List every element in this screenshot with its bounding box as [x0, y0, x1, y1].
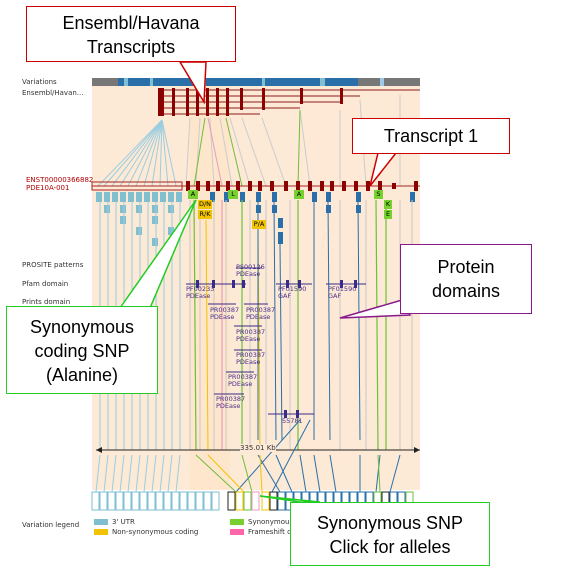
transcript-name-label[interactable]: PDE10A-001: [26, 184, 70, 192]
variations-label: Variations: [22, 78, 57, 86]
aa-a2[interactable]: A: [296, 190, 302, 198]
aa-l[interactable]: L: [231, 190, 235, 198]
non-synonymous-legend: Non-synonymous coding: [112, 528, 199, 536]
aa-dn[interactable]: D/N: [198, 200, 212, 208]
domain-pf00233[interactable]: PF00233 PDEase: [186, 285, 215, 300]
callout-synonymous-coding: Synonymous coding SNP (Alanine): [6, 306, 158, 394]
callout-protein-domains: Protein domains: [400, 244, 532, 314]
callout-synonymous-snp: Synonymous SNP Click for alleles: [290, 502, 490, 566]
transcript-id-label[interactable]: ENST00000366882: [26, 176, 94, 184]
utr3-swatch: [94, 519, 108, 525]
domain-pr00387-6[interactable]: PR00387 PDEase: [216, 395, 246, 410]
aa-a1[interactable]: A: [190, 190, 196, 198]
prints-label: Prints domain: [22, 298, 71, 306]
ensembl-havana-label: Ensembl/Havan...: [22, 89, 84, 97]
domain-pr00387-3[interactable]: PR00387 PDEase: [236, 328, 266, 343]
aa-rk[interactable]: R/K: [199, 210, 211, 218]
domain-pr00387-4[interactable]: PR00387 PDEase: [236, 351, 266, 366]
non-synonymous-swatch: [94, 529, 108, 535]
domain-pr00387-5[interactable]: PR00387 PDEase: [228, 373, 258, 388]
variation-legend-label: Variation legend: [22, 521, 80, 529]
aa-k[interactable]: K: [385, 200, 391, 208]
callout-transcript1: Transcript 1: [352, 118, 510, 154]
domain-pr00387-1[interactable]: PR00387 PDEase: [210, 306, 240, 321]
synonymous-legend: Synonymou: [248, 518, 290, 526]
domain-pf01590-a[interactable]: PF01590 GAF: [278, 285, 307, 300]
scale-label: 335.01 Kb: [240, 444, 276, 452]
frameshift-legend: Frameshift c: [248, 528, 291, 536]
frameshift-swatch: [230, 529, 244, 535]
domain-pr00387-2[interactable]: PR00387 PDEase: [246, 306, 276, 321]
callout-ensembl-havana: Ensembl/Havana Transcripts: [26, 6, 236, 62]
aa-pa[interactable]: P/A: [253, 220, 265, 228]
aa-s[interactable]: S: [376, 190, 381, 198]
synonymous-swatch: [230, 519, 244, 525]
aa-e[interactable]: E: [385, 210, 391, 218]
domain-ps00126[interactable]: PS00126 PDEase: [236, 263, 265, 278]
utr3-legend: 3' UTR: [112, 518, 135, 526]
prosite-label: PROSITE patterns: [22, 261, 84, 269]
domain-pf01590-b[interactable]: PF01590 GAF: [328, 285, 357, 300]
pfam-label: Pfam domain: [22, 280, 69, 288]
domain-55781[interactable]: 55781: [282, 417, 303, 425]
